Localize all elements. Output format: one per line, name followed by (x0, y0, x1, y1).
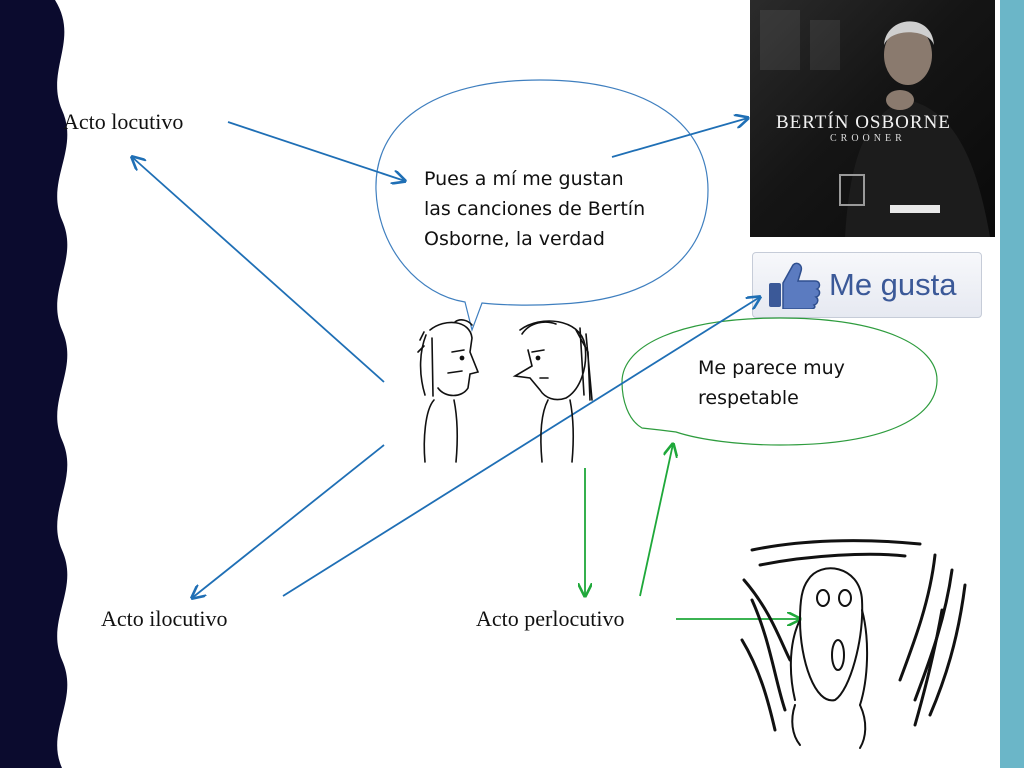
thumbs-up-icon (769, 262, 821, 309)
arrow-bubble-to-album (611, 118, 748, 158)
scream-drawing (740, 539, 967, 749)
arrow-perlocutivo-to-bubble (639, 444, 673, 597)
speaker-speech-bubble (375, 79, 709, 333)
like-button[interactable]: Me gusta (752, 252, 982, 318)
listener-bubble-line: respetable (698, 387, 799, 409)
album-title-text: CROONER (830, 133, 906, 144)
label-acto-locutivo: Acto locutivo (63, 109, 184, 134)
speaker-bubble-line: Osborne, la verdad (424, 228, 605, 250)
arrow-locutivo-to-bubble (227, 121, 405, 181)
listener-bubble-line: Me parece muy (698, 357, 845, 379)
wavy-band-shape (0, 0, 68, 768)
listener-bubble-text: Me parece muy respetable (698, 353, 845, 413)
arrow-ilocutivo-to-like (282, 297, 760, 597)
right-accent-band (1000, 0, 1024, 768)
label-acto-ilocutivo: Acto ilocutivo (101, 606, 228, 631)
album-artist-text: BERTÍN OSBORNE (776, 112, 951, 133)
two-people-sketch (417, 319, 593, 463)
like-button-label: Me gusta (829, 267, 957, 302)
speaker-bubble-line: Pues a mí me gustan (424, 168, 624, 190)
wavy-left-band (0, 0, 68, 768)
label-acto-perlocutivo: Acto perlocutivo (476, 606, 625, 631)
speaker-bubble-text: Pues a mí me gustan las canciones de Ber… (424, 164, 645, 254)
speaker-bubble-line: las canciones de Bertín (424, 198, 646, 220)
album-portrait-figure (839, 21, 990, 237)
diagram-canvas (0, 79, 967, 749)
listener-speech-bubble (621, 317, 938, 446)
album-cover-image: BERTÍN OSBORNE CROONER (750, 0, 995, 237)
arrow-people-to-ilocutivo (192, 444, 385, 598)
arrow-people-to-locutivo (132, 157, 385, 383)
